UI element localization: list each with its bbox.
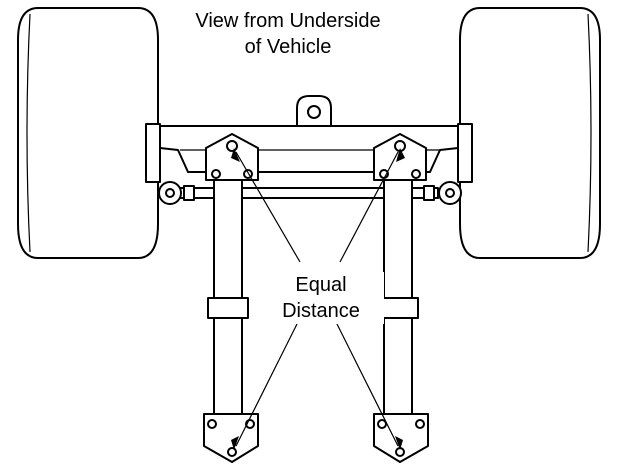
left-tire [17,7,159,259]
tie-rod [158,181,462,205]
left-trailing-arm [203,133,259,463]
label-line-1: Equal [295,274,347,296]
right-tire [459,7,601,259]
measurement-lines [231,148,405,450]
label-line-2: Distance [282,300,360,322]
caption-line-1: View from Underside [195,10,381,32]
right-hub [457,123,473,183]
view-caption: View from Underside of Vehicle [178,8,398,60]
equal-distance-label: Equal Distance [258,272,384,324]
top-mount [296,95,332,127]
caption-line-2: of Vehicle [244,36,332,58]
left-hub [145,123,161,183]
